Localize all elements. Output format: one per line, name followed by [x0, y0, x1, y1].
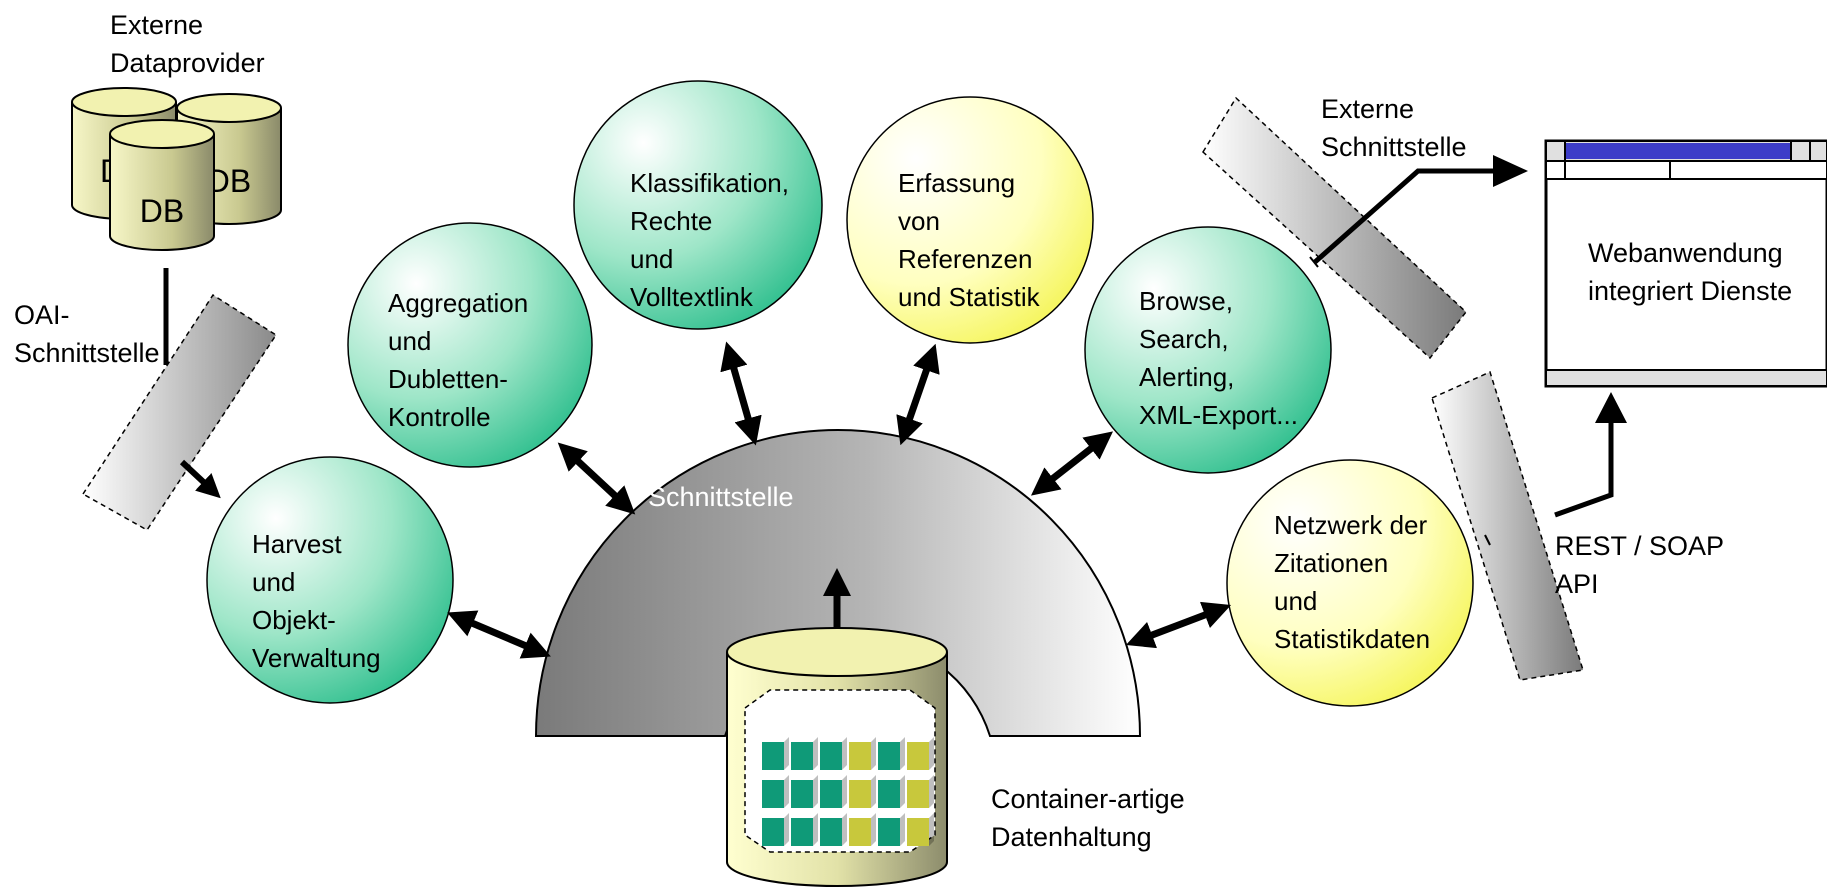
storage-cube-top — [907, 775, 934, 780]
storage-cube — [849, 780, 871, 808]
arrow-oai-harvest — [179, 459, 221, 499]
webanwendung-label: Webanwendung integriert Dienste — [1588, 238, 1793, 306]
storage-cube-side — [784, 775, 789, 808]
node-erfassung — [846, 96, 1094, 344]
node-aggregation — [347, 222, 593, 468]
storage-cube-top — [820, 775, 847, 780]
externe-schnittstelle-label: Externe Schnittstelle — [1321, 94, 1467, 162]
external-interface-band — [1202, 96, 1468, 360]
schnittstelle-label: Schnittstelle — [648, 482, 794, 512]
arrow-api-head — [1595, 392, 1627, 423]
storage-cube-top — [878, 737, 905, 742]
container-label: Container-artige Datenhaltung — [991, 784, 1185, 852]
storage-cube-side — [842, 737, 847, 770]
storage-cube — [907, 780, 929, 808]
storage-cube — [907, 818, 929, 846]
storage-cube-top — [878, 813, 905, 818]
node-aggregation-label: Aggregation und Dubletten- Kontrolle — [388, 288, 529, 432]
storage-cube — [820, 818, 842, 846]
webapp-titlebar — [1565, 143, 1791, 159]
storage-cube-side — [813, 813, 818, 846]
node-erfassung-label: Erfassung von Referenzen und Statistik — [898, 168, 1040, 312]
node-browse-label: Browse, Search, Alerting, XML-Export... — [1139, 286, 1298, 430]
storage-cube — [878, 818, 900, 846]
storage-cube-side — [842, 775, 847, 808]
storage-cube-side — [784, 737, 789, 770]
storage-cube-top — [762, 775, 789, 780]
storage-cube-side — [871, 813, 876, 846]
storage-cube-top — [791, 737, 818, 742]
storage-cube-top — [849, 775, 876, 780]
api-interface-band — [1431, 370, 1584, 681]
arrow-api-webapp — [1554, 420, 1614, 518]
storage-cube — [849, 818, 871, 846]
storage-cube-side — [842, 813, 847, 846]
storage-cube-top — [849, 813, 876, 818]
db-label-front: DB — [140, 193, 184, 229]
container-db — [726, 627, 948, 887]
node-browse — [1084, 226, 1332, 474]
storage-cube-side — [813, 775, 818, 808]
storage-cube-top — [820, 737, 847, 742]
storage-cube — [849, 742, 871, 770]
storage-cube-top — [907, 813, 934, 818]
webapp-window — [1544, 139, 1827, 388]
node-klassifikation-label: Klassifikation, Rechte und Volltextlink — [630, 168, 789, 312]
node-klassifikation — [573, 80, 823, 330]
arrow-netzwerk-center — [1125, 601, 1232, 649]
storage-cube-side — [871, 775, 876, 808]
oai-schnittstelle-label: OAI- Schnittstelle — [14, 300, 160, 368]
storage-cubes — [762, 737, 934, 846]
oai-interface-band — [81, 293, 278, 531]
arrow-external-webapp — [1313, 168, 1495, 264]
storage-cube-side — [871, 737, 876, 770]
external-db-cylinders: DB D DB — [71, 87, 282, 251]
storage-cube — [907, 742, 929, 770]
db-cylinder-front: DB — [109, 119, 215, 251]
arrow-klassifikation-center — [720, 341, 762, 446]
storage-cube-top — [762, 737, 789, 742]
arrow-erfassung-center — [896, 343, 940, 446]
rest-soap-label: REST / SOAP API — [1555, 531, 1725, 599]
storage-cube — [878, 780, 900, 808]
storage-cube-top — [762, 813, 789, 818]
storage-cube-top — [791, 813, 818, 818]
storage-cube — [878, 742, 900, 770]
arrow-aggregation-center — [557, 442, 636, 515]
arrow-browse-center — [1030, 431, 1114, 496]
storage-cube — [791, 742, 813, 770]
storage-cube — [820, 742, 842, 770]
storage-cube — [762, 818, 784, 846]
storage-cube-side — [784, 813, 789, 846]
storage-cube-top — [849, 737, 876, 742]
storage-cube-top — [878, 775, 905, 780]
storage-cube-top — [791, 775, 818, 780]
externe-dataprovider-label: Externe Dataprovider — [110, 10, 265, 78]
storage-cube-side — [900, 737, 905, 770]
storage-cube-side — [813, 737, 818, 770]
node-netzwerk-label: Netzwerk der Zitationen und Statistikdat… — [1274, 510, 1431, 654]
storage-cube-top — [907, 737, 934, 742]
node-netzwerk — [1226, 459, 1474, 707]
storage-cube — [791, 818, 813, 846]
storage-cube — [820, 780, 842, 808]
storage-cube — [762, 780, 784, 808]
arrow-harvest-center — [447, 610, 551, 659]
storage-cube-side — [929, 737, 934, 770]
node-harvest-label: Harvest und Objekt- Verwaltung — [252, 529, 381, 673]
storage-cube-side — [929, 813, 934, 846]
storage-cube — [791, 780, 813, 808]
node-harvest — [206, 456, 454, 704]
storage-cube — [762, 742, 784, 770]
storage-cube-side — [900, 775, 905, 808]
arrow-external-head — [1493, 155, 1528, 187]
storage-cube-top — [820, 813, 847, 818]
storage-cube-side — [900, 813, 905, 846]
storage-cube-side — [929, 775, 934, 808]
